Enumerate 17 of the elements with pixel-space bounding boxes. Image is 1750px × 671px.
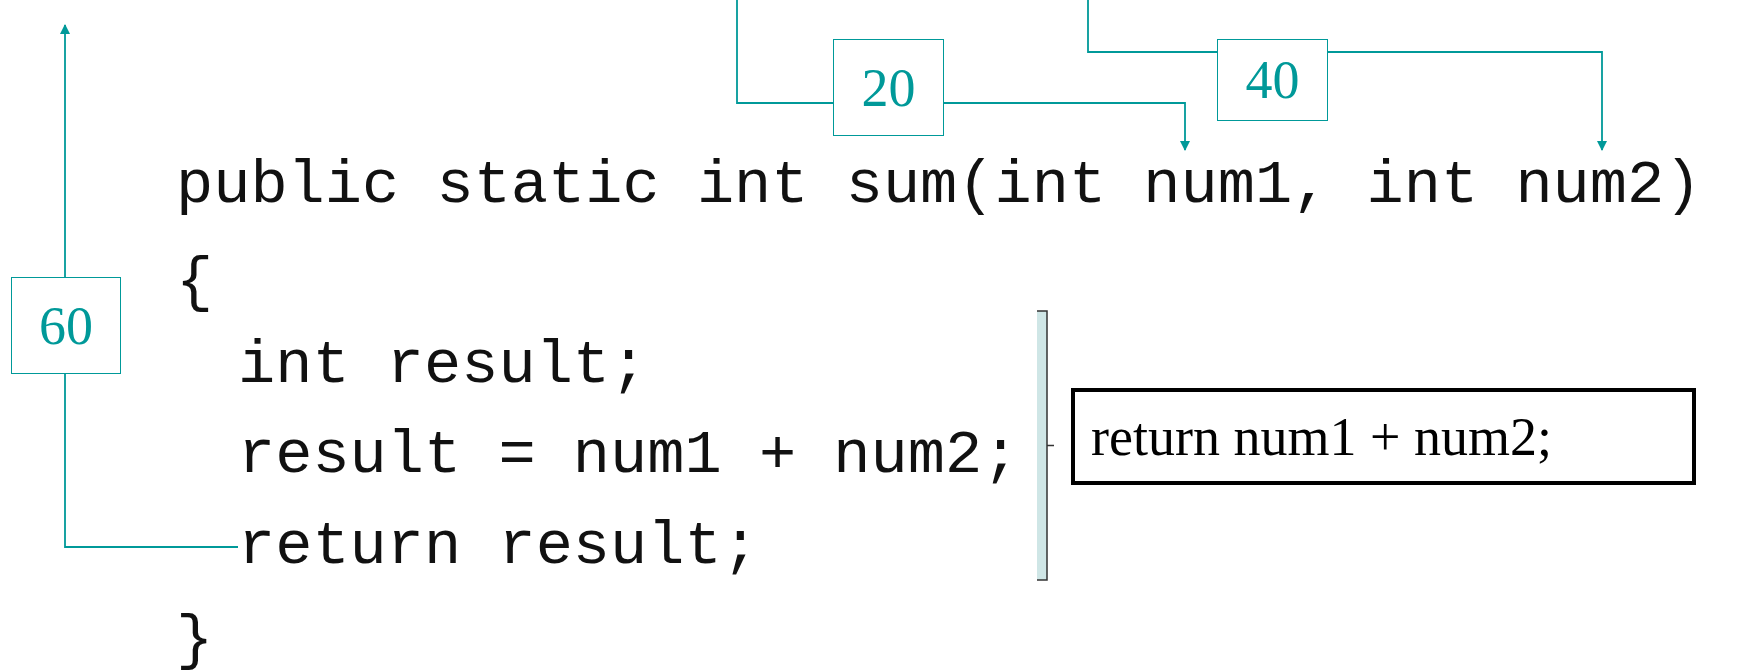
value-box: 20	[833, 39, 944, 136]
code-line: public static int sum(int num1, int num2)	[176, 150, 1736, 222]
connector-line	[60, 24, 70, 278]
connector-line	[943, 102, 1190, 151]
code-expression-box: return num1 + num2;	[1071, 388, 1696, 485]
value-box: 40	[1217, 39, 1328, 121]
code-line: {	[176, 252, 214, 314]
connector-line	[64, 373, 239, 548]
connector-line	[1087, 0, 1218, 53]
connector-line	[1327, 51, 1607, 151]
value-box: 60	[11, 277, 121, 374]
bracket	[1037, 310, 1054, 581]
code-line: result = num1 + num2;	[238, 425, 1020, 487]
code-line: int result;	[238, 335, 648, 397]
connector-line	[736, 0, 834, 104]
code-line: }	[176, 610, 214, 671]
code-line: return result;	[238, 515, 798, 579]
